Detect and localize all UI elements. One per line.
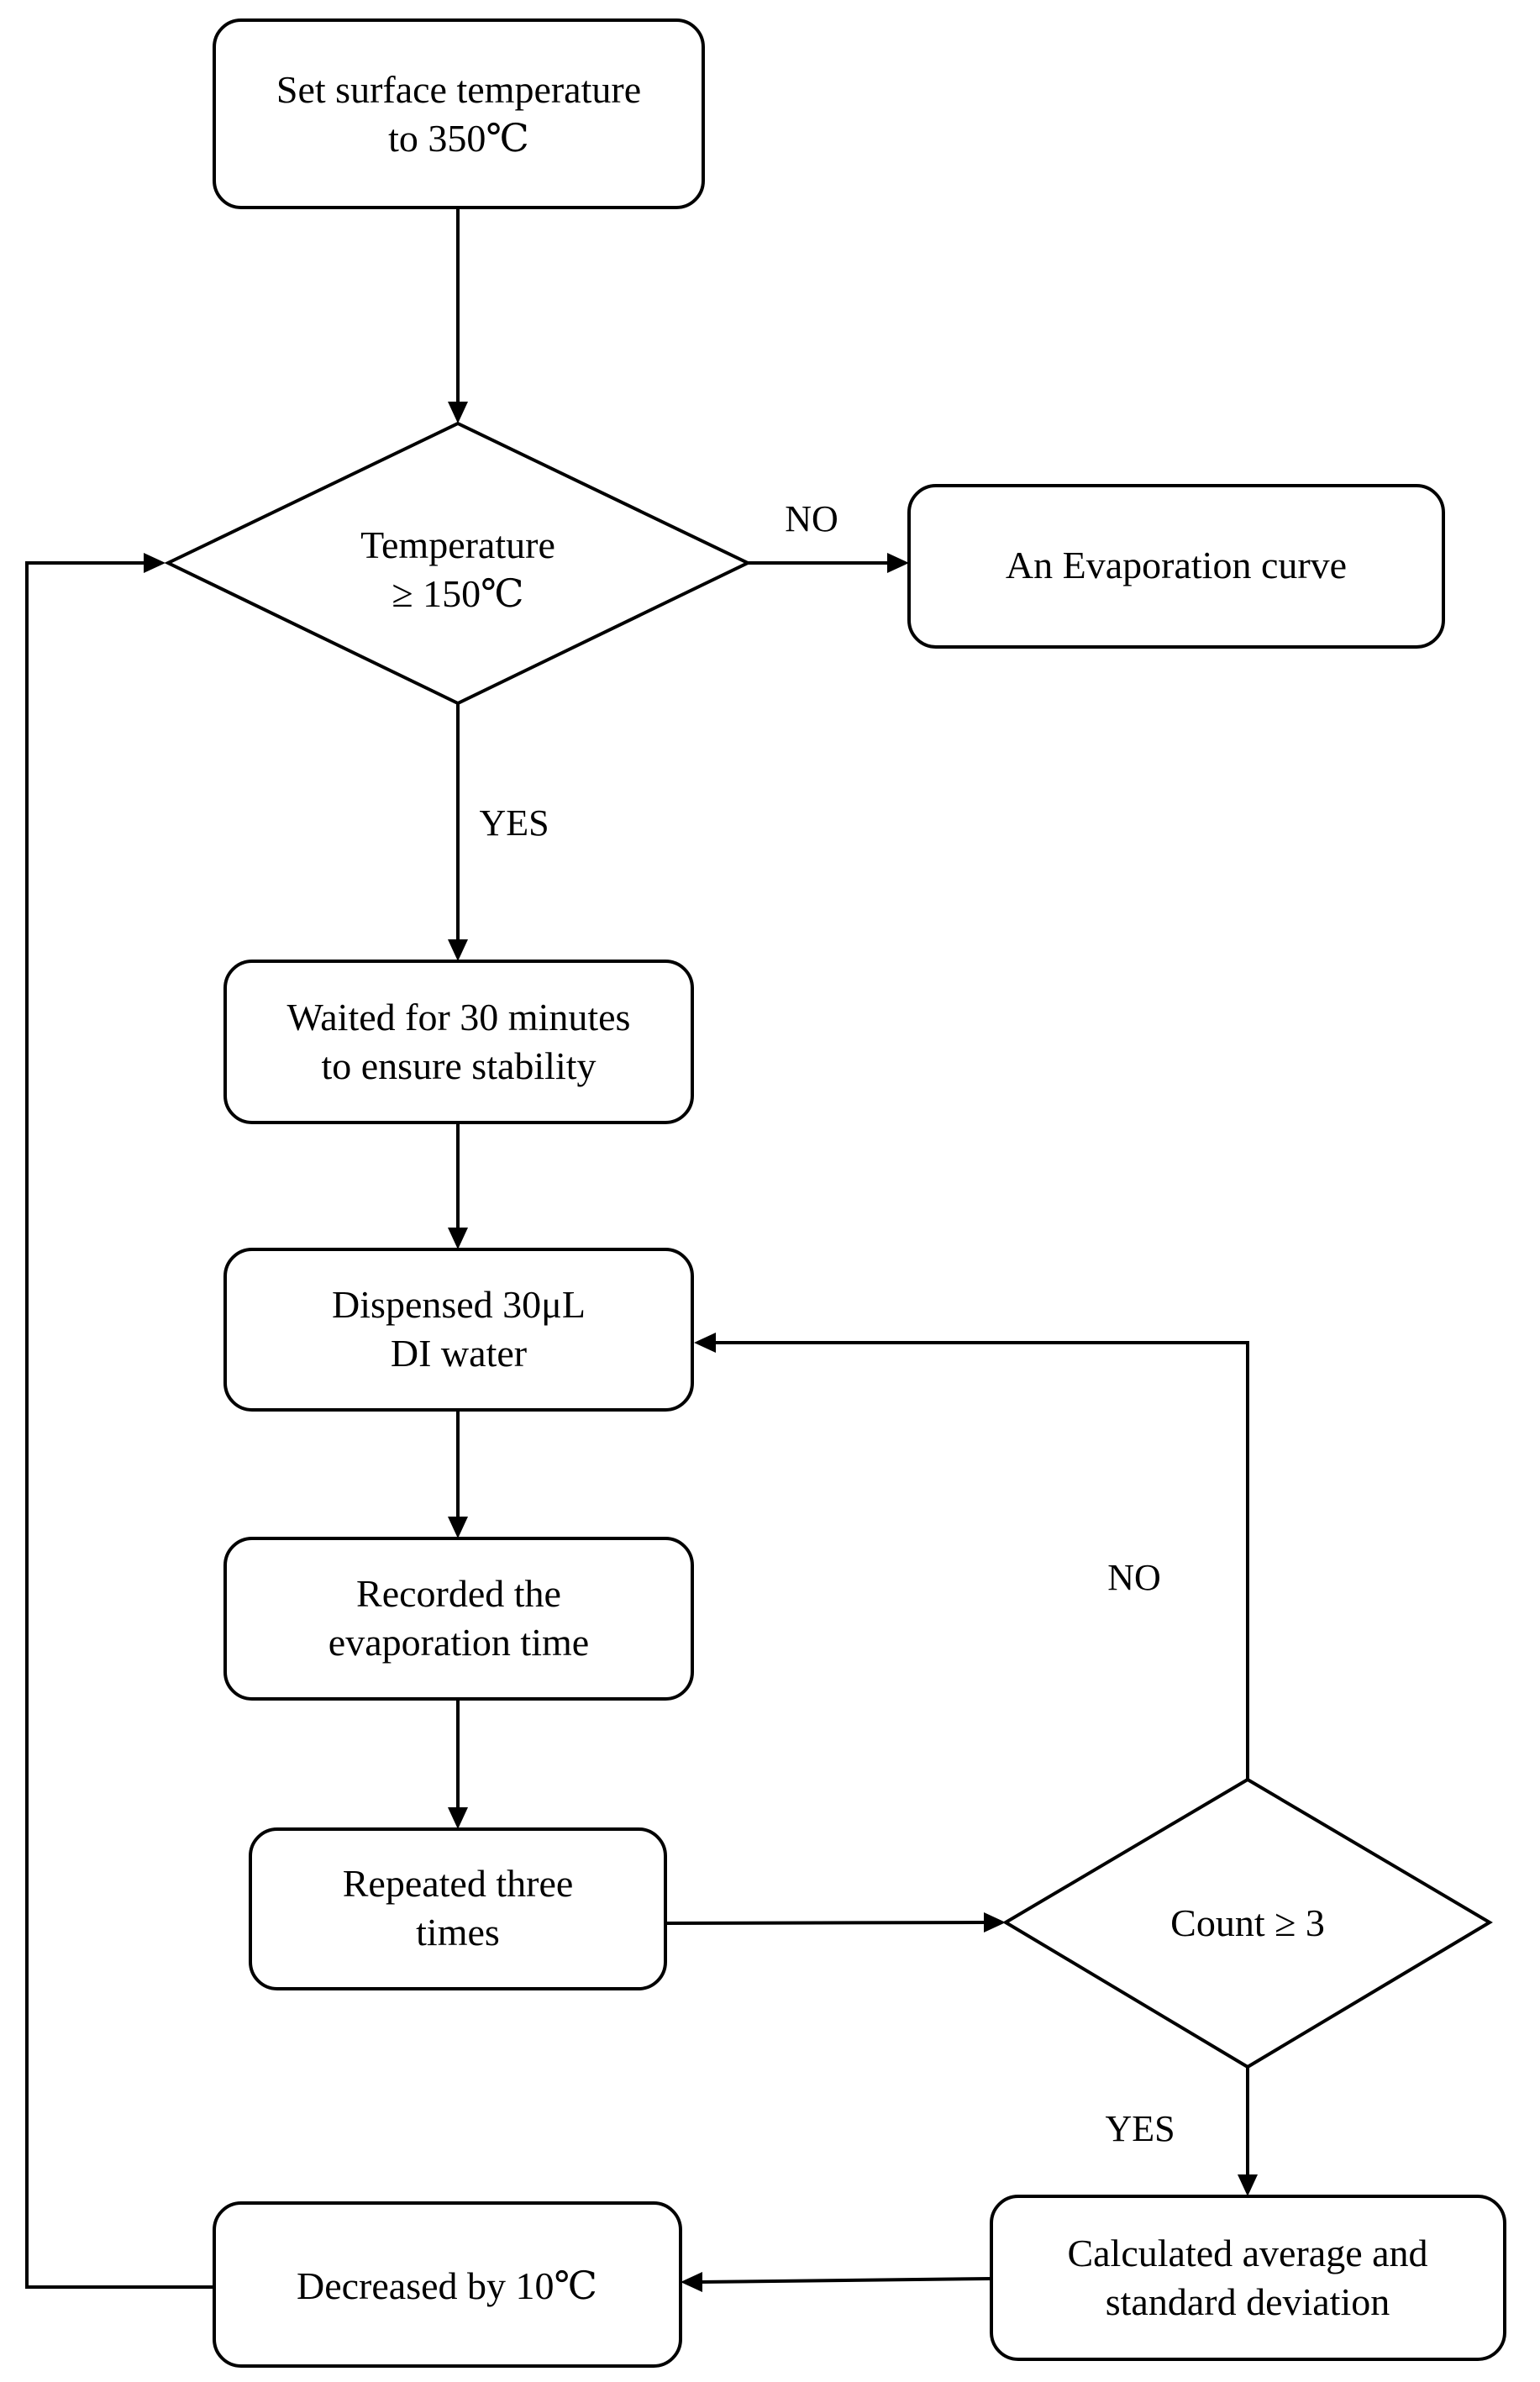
node-evaporation-curve [907, 484, 1445, 649]
node-record [223, 1537, 694, 1701]
node-dispense-line2: DI water [391, 1332, 527, 1375]
node-count-decision-label: Count ≥ 3 [1170, 1901, 1325, 1944]
node-record-line1: Recorded the [356, 1572, 561, 1615]
node-repeat [249, 1827, 667, 1990]
node-record-line2: evaporation time [328, 1621, 589, 1664]
edge-label-temp-no: NO [785, 498, 838, 539]
node-set-temperature-line1: Set surface temperature [276, 68, 641, 111]
arrowhead-temp-to-curve [887, 553, 909, 573]
node-wait [223, 960, 694, 1124]
node-evaporation-curve-label: An Evaporation curve [1006, 544, 1347, 586]
node-temperature-decision-line1: Temperature [360, 523, 555, 566]
node-decrease [213, 2201, 682, 2368]
edge-label-temp-yes: YES [479, 802, 549, 844]
node-wait-line1: Waited for 30 minutes [287, 996, 631, 1039]
arrowhead-calc-to-decrease [681, 2272, 702, 2292]
node-dispense [223, 1248, 694, 1412]
node-set-temperature [213, 18, 705, 209]
node-calculate-line1: Calculated average and [1067, 2232, 1427, 2274]
arrowhead-dispense-to-record [448, 1517, 468, 1538]
node-temperature-decision [164, 421, 752, 706]
node-set-temperature-line2: to 350℃ [388, 117, 529, 160]
arrowhead-record-to-repeat [448, 1807, 468, 1829]
arrowhead-set-to-temp [448, 402, 468, 423]
arrowhead-temp-to-wait [448, 939, 468, 961]
node-wait-line2: to ensure stability [321, 1044, 596, 1087]
arrowhead-count-to-dispense [694, 1333, 716, 1353]
node-dispense-line1: Dispensed 30μL [332, 1283, 586, 1326]
arrowhead-wait-to-dispense [448, 1228, 468, 1249]
arrowhead-count-to-calc [1238, 2174, 1258, 2196]
node-calculate-line2: standard deviation [1106, 2280, 1390, 2323]
connector-count-to-dispense [712, 1341, 1249, 1780]
connector-calc-to-decrease [698, 2277, 992, 2284]
connector-decrease-to-temp [25, 561, 214, 2289]
arrowhead-decrease-to-temp [144, 553, 166, 573]
node-count-decision [1002, 1777, 1493, 2069]
edge-label-count-yes: YES [1105, 2108, 1175, 2149]
connector-repeat-to-count [665, 1921, 988, 1925]
node-repeat-line1: Repeated three [343, 1862, 574, 1905]
edge-label-count-no: NO [1107, 1557, 1161, 1598]
node-decrease-label: Decreased by 10℃ [297, 2264, 597, 2307]
node-repeat-line2: times [416, 1911, 500, 1953]
arrowhead-repeat-to-count [984, 1912, 1006, 1932]
node-calculate [990, 2195, 1506, 2361]
node-temperature-decision-line2: ≥ 150℃ [392, 572, 523, 615]
